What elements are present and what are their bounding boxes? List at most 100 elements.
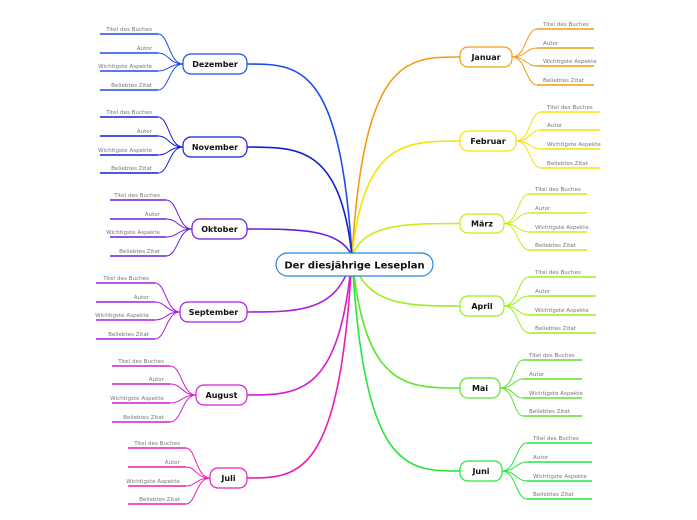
leaf-link [515,129,542,142]
leaf-link [165,199,193,230]
leaf-autor[interactable]: Autor [137,46,153,52]
leaf-titel-des-buches[interactable]: Titel des Buches [528,353,575,359]
leaf-autor[interactable]: Autor [535,289,551,295]
leaf-wichtigste-aspekte[interactable]: Wichtigste Aspekte [547,142,601,148]
month-box [459,377,501,399]
month-box [459,130,517,152]
root-node[interactable]: Der diesjährige Leseplan [275,252,434,277]
month-node-juli[interactable]: Juli [209,467,248,489]
leaf-link [499,387,524,399]
month-label: April [471,302,493,311]
leaf-autor[interactable]: Autor [134,295,150,301]
month-node-august[interactable]: August [195,384,248,406]
month-node-februar[interactable]: Februar [459,130,517,152]
leaf-beliebtes-zitat[interactable]: Beliebtes Zitat [535,326,577,332]
leaf-beliebtes-zitat[interactable]: Beliebtes Zitat [547,161,589,167]
leaf-beliebtes-zitat[interactable]: Beliebtes Zitat [108,332,150,338]
leaf-autor[interactable]: Autor [543,41,559,47]
leaf-beliebtes-zitat[interactable]: Beliebtes Zitat [111,83,153,89]
leaf-autor[interactable]: Autor [137,129,153,135]
leaf-titel-des-buches[interactable]: Titel des Buches [534,270,581,276]
leaf-beliebtes-zitat[interactable]: Beliebtes Zitat [533,492,575,498]
month-node-oktober[interactable]: Oktober [191,218,248,240]
leaf-autor[interactable]: Autor [529,372,545,378]
leaf-titel-des-buches[interactable]: Titel des Buches [102,276,149,282]
leaf-beliebtes-zitat[interactable]: Beliebtes Zitat [535,243,577,249]
leaf-wichtigste-aspekte[interactable]: Wichtigste Aspekte [98,148,152,154]
leaf-beliebtes-zitat[interactable]: Beliebtes Zitat [123,415,165,421]
leaf-titel-des-buches[interactable]: Titel des Buches [133,441,180,447]
leaf-autor[interactable]: Autor [535,206,551,212]
leaf-link [165,218,193,230]
leaf-titel-des-buches[interactable]: Titel des Buches [542,22,589,28]
month-label: Oktober [201,225,238,234]
leaf-wichtigste-aspekte[interactable]: Wichtigste Aspekte [529,391,583,397]
link-januar [351,56,461,257]
month-node-juni[interactable]: Juni [459,460,503,482]
leaf-link [501,470,528,482]
leaf-wichtigste-aspekte[interactable]: Wichtigste Aspekte [535,308,589,314]
leaf-link [503,276,530,307]
month-box [459,460,503,482]
leaf-titel-des-buches[interactable]: Titel des Buches [113,193,160,199]
link-juni [351,255,461,472]
leaf-link [154,282,181,313]
leaf-link [157,146,184,174]
month-label: November [192,143,238,152]
month-node-november[interactable]: November [182,136,248,158]
leaf-titel-des-buches[interactable]: Titel des Buches [534,187,581,193]
leaf-titel-des-buches[interactable]: Titel des Buches [546,105,593,111]
leaf-autor[interactable]: Autor [165,460,181,466]
leaf-titel-des-buches[interactable]: Titel des Buches [532,436,579,442]
month-node-september[interactable]: September [179,301,248,323]
leaf-link [154,311,181,340]
month-label: Februar [470,137,505,146]
link-februar [351,140,461,257]
leaf-beliebtes-zitat[interactable]: Beliebtes Zitat [139,497,181,503]
leaf-wichtigste-aspekte[interactable]: Wichtigste Aspekte [543,59,597,65]
leaf-link [501,461,528,472]
leaf-wichtigste-aspekte[interactable]: Wichtigste Aspekte [126,479,180,485]
month-label: Januar [470,53,500,62]
leaf-autor[interactable]: Autor [145,212,161,218]
leaf-link [503,305,530,316]
leaf-wichtigste-aspekte[interactable]: Wichtigste Aspekte [535,225,589,231]
leaf-beliebtes-zitat[interactable]: Beliebtes Zitat [119,249,161,255]
month-box [195,384,248,406]
leaf-link [185,477,211,505]
leaf-link [503,305,530,334]
link-maerz [351,222,461,257]
leaf-wichtigste-aspekte[interactable]: Wichtigste Aspekte [533,474,587,480]
month-label: Mai [472,384,488,393]
leaf-beliebtes-zitat[interactable]: Beliebtes Zitat [543,78,585,84]
month-node-januar[interactable]: Januar [459,46,513,68]
link-august [246,255,353,396]
leaf-link [157,116,184,148]
leaf-titel-des-buches[interactable]: Titel des Buches [105,110,152,116]
leaf-wichtigste-aspekte[interactable]: Wichtigste Aspekte [106,230,160,236]
month-label: Juni [471,467,489,476]
link-mai [351,255,461,389]
month-node-mai[interactable]: Mai [459,377,501,399]
leaf-link [157,63,184,91]
leaf-beliebtes-zitat[interactable]: Beliebtes Zitat [111,166,153,172]
leaf-autor[interactable]: Autor [149,377,165,383]
leaf-wichtigste-aspekte[interactable]: Wichtigste Aspekte [110,396,164,402]
month-label: Dezember [192,60,238,69]
leaf-autor[interactable]: Autor [547,123,563,129]
month-node-dezember[interactable]: Dezember [182,53,248,75]
leaf-wichtigste-aspekte[interactable]: Wichtigste Aspekte [98,64,152,70]
leaf-beliebtes-zitat[interactable]: Beliebtes Zitat [529,409,571,415]
leaf-titel-des-buches[interactable]: Titel des Buches [105,27,152,33]
month-node-maerz[interactable]: März [459,213,505,234]
leaf-titel-des-buches[interactable]: Titel des Buches [117,359,164,365]
leaf-wichtigste-aspekte[interactable]: Wichtigste Aspekte [95,313,149,319]
leaf-link [157,52,184,65]
month-node-april[interactable]: April [459,295,505,317]
leaf-autor[interactable]: Autor [533,455,549,461]
leaf-link [511,28,538,58]
